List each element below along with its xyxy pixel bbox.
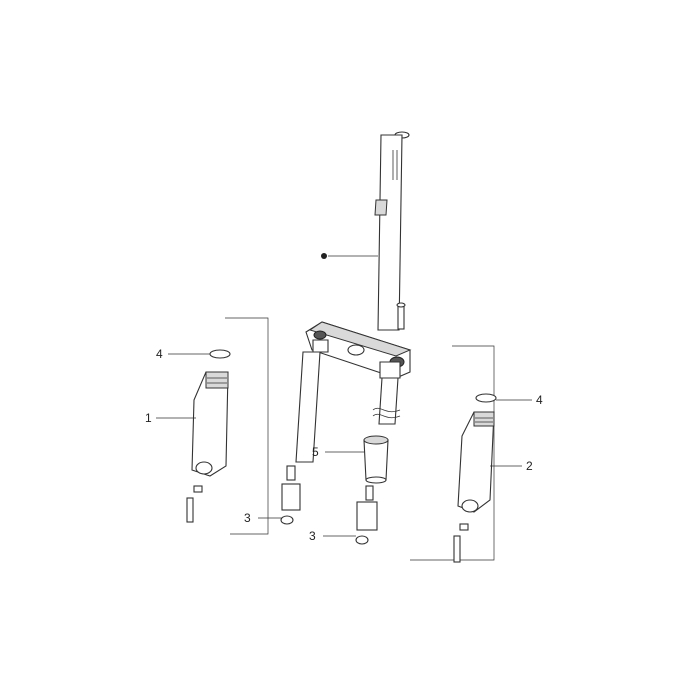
left-group-bracket (225, 317, 269, 535)
callout-4-left: 4 (156, 347, 163, 361)
fork-crown (305, 321, 412, 379)
left-spring-assembly (280, 465, 301, 525)
callout-1: 1 (145, 411, 152, 425)
clamp-bolt (396, 302, 406, 330)
right-group-bracket (410, 345, 495, 561)
callout-3-left: 3 (244, 511, 251, 525)
callout-4-right: 4 (536, 393, 543, 407)
left-fork-tube (295, 351, 321, 463)
stem-callout-dot (321, 253, 327, 259)
fork-sleeve (363, 435, 389, 484)
leader-lines (156, 253, 532, 537)
callout-5: 5 (312, 445, 319, 459)
right-spring-assembly (355, 485, 378, 545)
right-fork-tube (372, 377, 401, 425)
steering-stem (374, 131, 410, 331)
left-fork-leg (186, 349, 231, 523)
right-fork-leg (453, 393, 497, 563)
callout-3-right: 3 (309, 529, 316, 543)
callout-2: 2 (526, 459, 533, 473)
